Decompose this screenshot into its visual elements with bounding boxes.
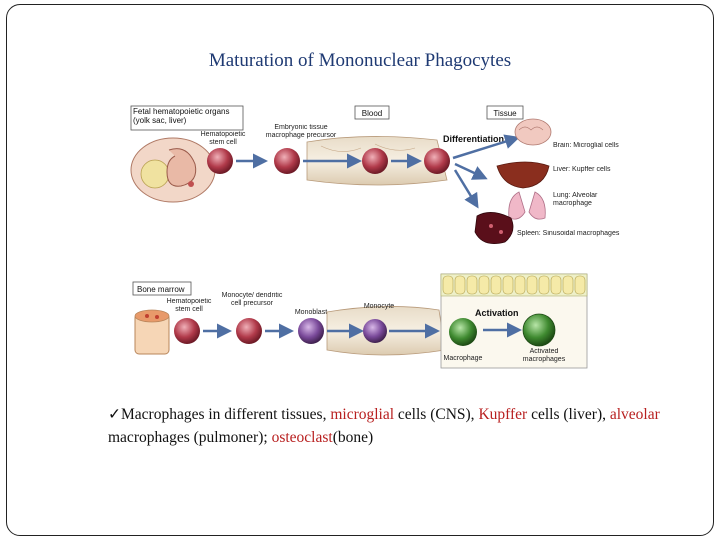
marrow-stem-cell: [174, 318, 200, 344]
monoblast-cell: [298, 318, 324, 344]
caption-microglial: microglial: [330, 406, 395, 423]
tissue-label: Tissue: [493, 109, 517, 118]
tissue-cell: [424, 148, 450, 174]
monocyte-precursor-label: Monocyte/ dendritic cell precursor: [221, 292, 283, 307]
caption-kupffer: Kupffer: [478, 406, 528, 423]
monocyte-precursor-cell: [236, 318, 262, 344]
caption-text-2: cells (CNS),: [394, 406, 479, 423]
monocyte-cell: [363, 319, 387, 343]
blood-cell: [362, 148, 388, 174]
marrow-header: Bone marrow: [132, 281, 192, 296]
activated-macrophage-cell: [522, 313, 556, 347]
caption-alveolar: alveolar: [609, 406, 660, 423]
macrophage-label: Macrophage: [444, 355, 483, 362]
precursor-label: Embryonic tissue macrophage precursor: [265, 124, 337, 139]
spleen-illustration: [474, 212, 514, 245]
slide-title: Maturation of Mononuclear Phagocytes: [208, 50, 512, 71]
maturation-diagram: Fetal hematopoietic organs (yolk sac, li…: [130, 105, 620, 369]
fetal-header-label: Fetal hematopoietic organs (yolk sac, li…: [133, 107, 230, 125]
fetal-header: Fetal hematopoietic organs (yolk sac, li…: [130, 105, 244, 131]
liver-label: Liver: Kupffer cells: [553, 166, 611, 173]
caption-text-5: (bone): [332, 429, 374, 446]
monocyte-label: Monocyte: [364, 303, 394, 310]
fetal-stem-cell-label: Hematopoietic stem cell: [200, 131, 246, 146]
fetal-stem-cell: [207, 148, 233, 174]
blood-label: Blood: [362, 109, 382, 118]
caption-osteoclast: osteoclast: [271, 429, 333, 446]
activation-label: Activation: [475, 308, 519, 318]
caption-text-4: macrophages (pulmoner);: [108, 429, 272, 446]
activated-macrophage-label: Activated macrophages: [522, 348, 566, 363]
macrophage-cell: [449, 318, 477, 346]
macrophage-precursor-cell: [274, 148, 300, 174]
monoblast-label: Monoblast: [295, 309, 327, 316]
check-icon: ✓: [108, 406, 121, 423]
brain-label: Brain: Microglial cells: [553, 142, 619, 149]
brain-illustration: [514, 118, 552, 146]
spleen-label: Spleen: Sinusoidal macrophages: [517, 230, 620, 237]
caption-text-3: cells (liver),: [527, 406, 610, 423]
lung-illustration: [508, 191, 546, 220]
arrow: [454, 162, 488, 180]
marrow-header-label: Bone marrow: [137, 285, 185, 294]
marrow-stem-cell-label: Hematopoietic stem cell: [166, 298, 212, 313]
arrow: [453, 169, 479, 209]
liver-illustration: [496, 161, 550, 189]
caption: ✓Macrophages in different tissues, micro…: [108, 403, 668, 449]
caption-text-1: Macrophages in different tissues,: [121, 406, 331, 423]
blood-header: Blood: [354, 105, 390, 120]
differentiation-label: Differentiation: [443, 134, 504, 144]
lung-label: Lung: Alveolar macrophage: [553, 192, 598, 207]
bone-illustration: [134, 309, 170, 355]
slide-frame: [6, 4, 714, 536]
arrow: [452, 134, 520, 160]
tissue-header: Tissue: [486, 105, 524, 120]
embryo-illustration: [130, 137, 216, 203]
